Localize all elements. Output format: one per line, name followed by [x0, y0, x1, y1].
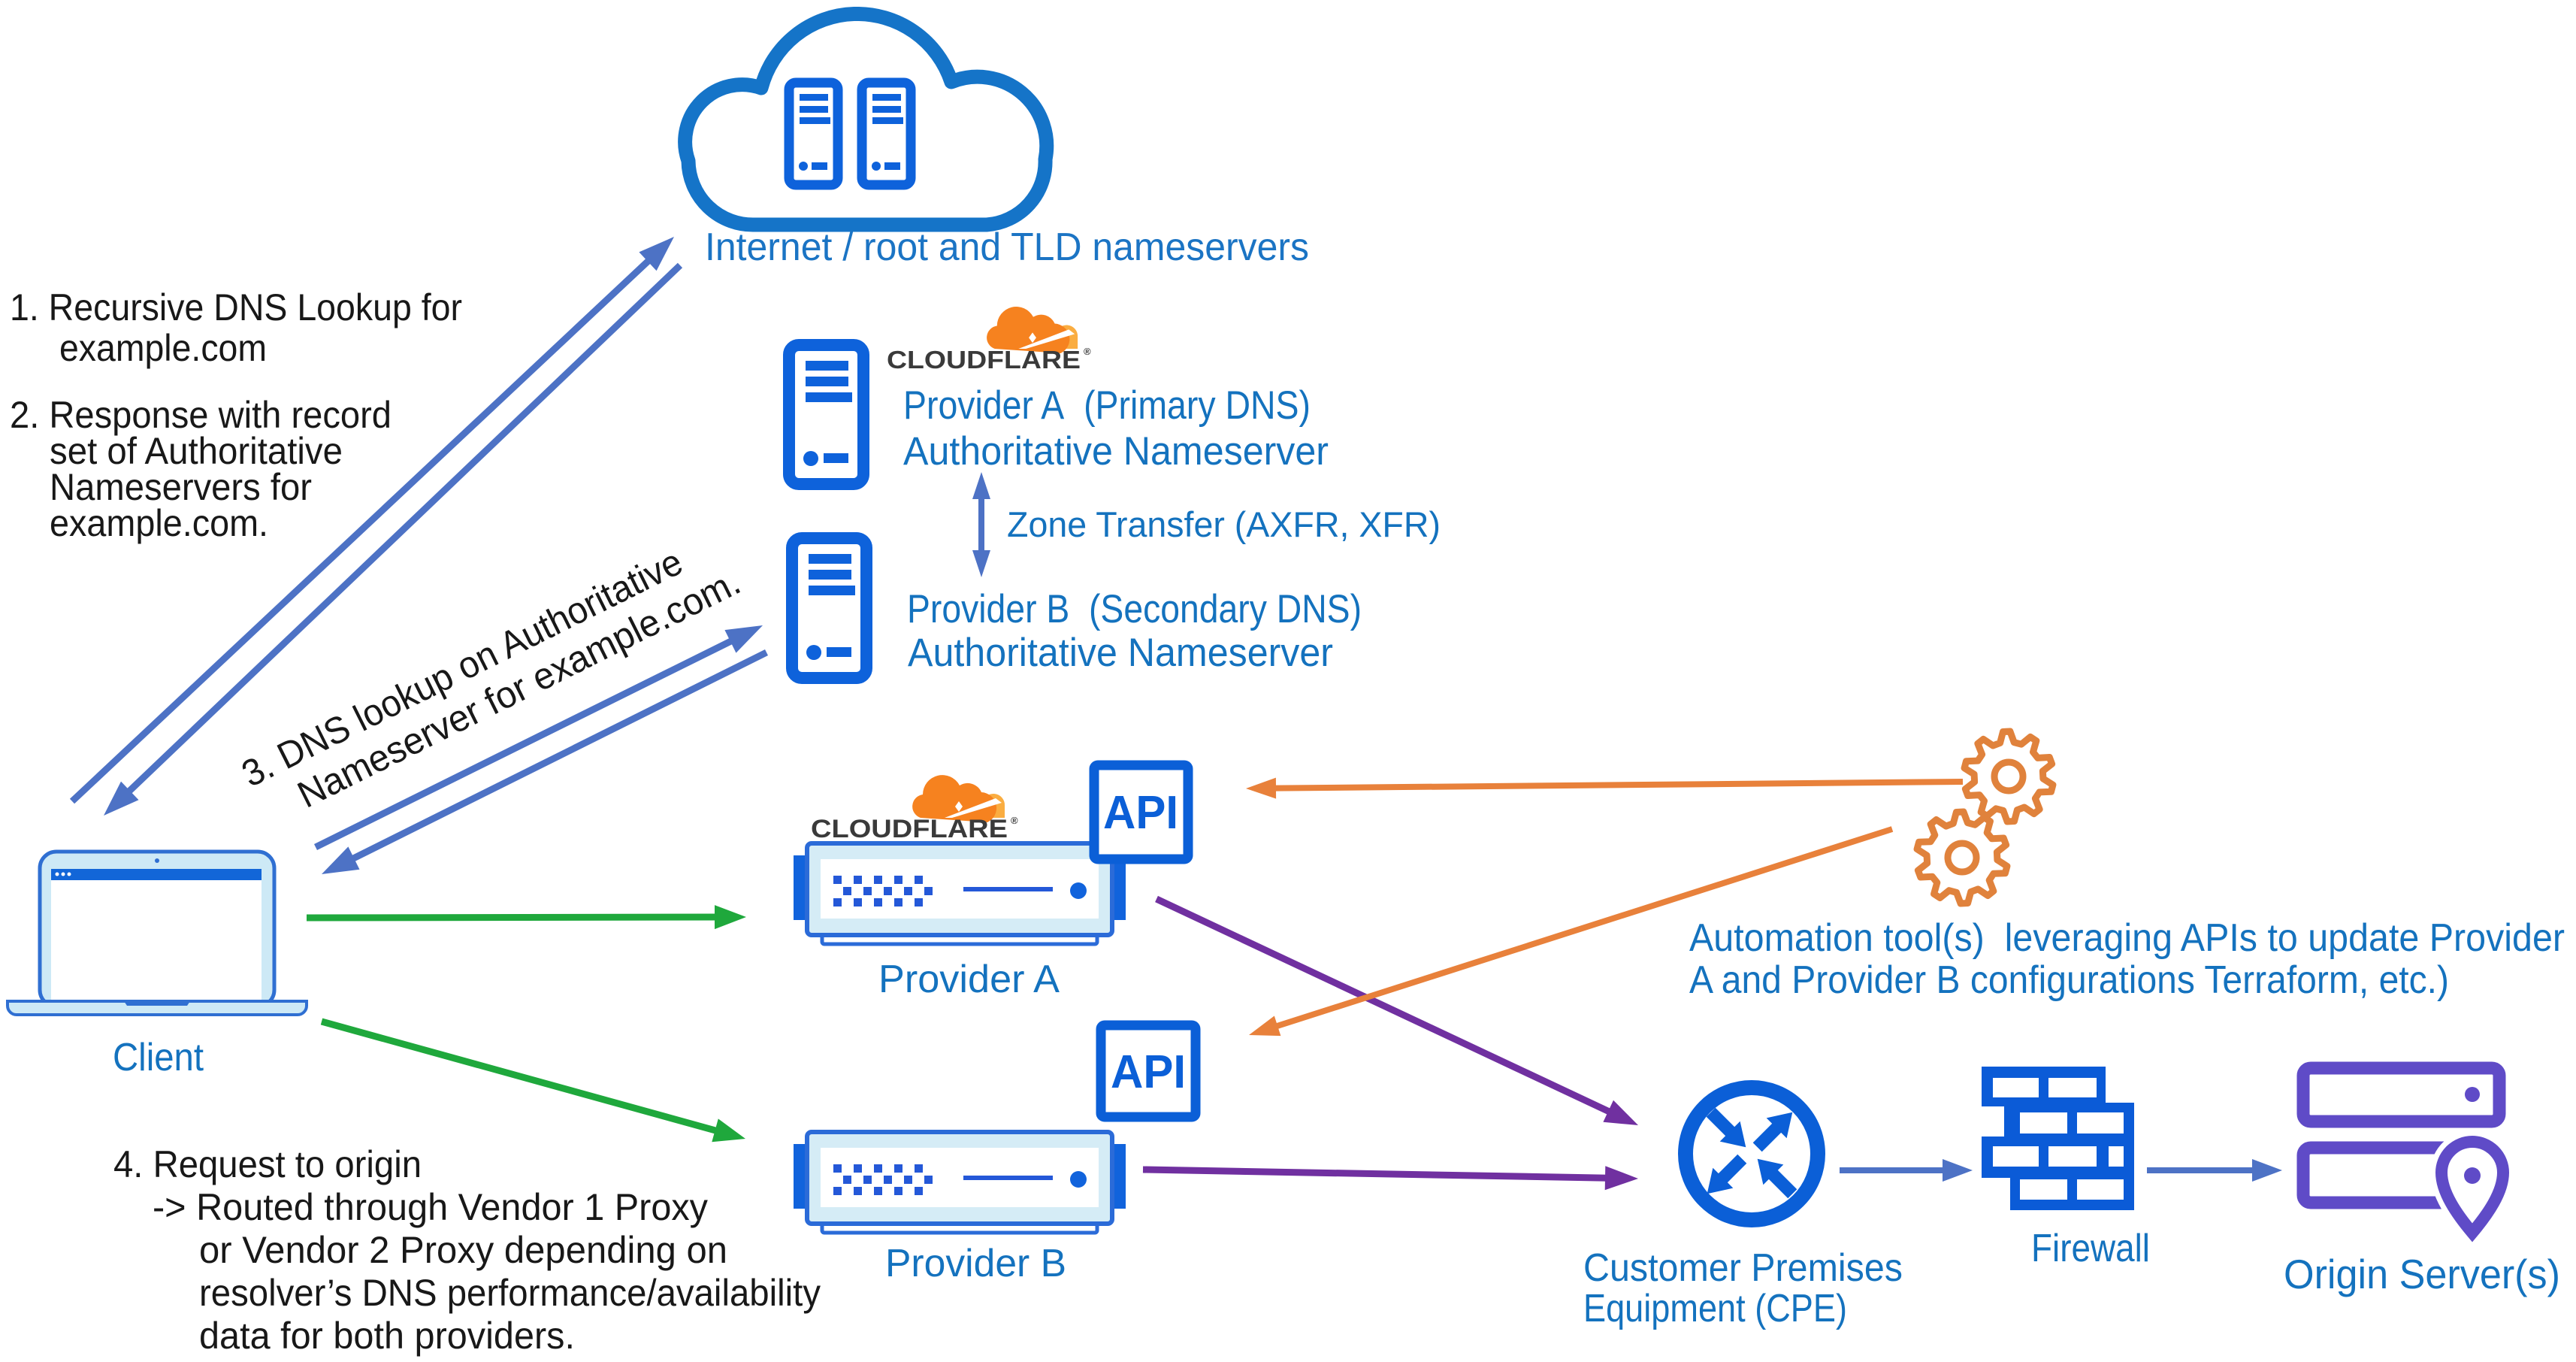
svg-text:resolver’s DNS performance/ava: resolver’s DNS performance/availability — [199, 1272, 821, 1314]
svg-text:API: API — [1111, 1046, 1186, 1098]
svg-text:API: API — [1103, 787, 1178, 839]
svg-text:example.com: example.com — [59, 327, 267, 369]
svg-text:Nameservers for: Nameservers for — [50, 466, 312, 508]
svg-text:Internet / root and TLD namese: Internet / root and TLD nameservers — [705, 225, 1309, 269]
svg-text:or Vendor 2 Proxy depending on: or Vendor 2 Proxy depending on — [199, 1229, 727, 1271]
svg-text:2. Response with record: 2. Response with record — [10, 394, 392, 436]
svg-text:Authoritative Nameserver: Authoritative Nameserver — [908, 631, 1333, 675]
svg-text:-> Routed through Vendor 1 Pro: -> Routed through Vendor 1 Proxy — [153, 1186, 708, 1228]
svg-text:Provider A (Primary DNS): Provider A (Primary DNS) — [903, 383, 1311, 428]
svg-text:Provider B (Secondary DNS): Provider B (Secondary DNS) — [907, 587, 1362, 631]
svg-text:4. Request to origin: 4. Request to origin — [113, 1143, 422, 1185]
svg-text:Client: Client — [113, 1036, 204, 1079]
svg-text:Firewall: Firewall — [2031, 1227, 2150, 1270]
svg-text:Customer Premises: Customer Premises — [1583, 1246, 1903, 1290]
svg-text:Origin Server(s): Origin Server(s) — [2284, 1251, 2560, 1297]
svg-text:®: ® — [1084, 346, 1091, 357]
svg-text:Authoritative Nameserver: Authoritative Nameserver — [903, 429, 1329, 474]
svg-text:example.com.: example.com. — [50, 502, 268, 544]
svg-text:CLOUDFLARE: CLOUDFLARE — [811, 815, 1008, 843]
svg-text:A and Provider B configuration: A and Provider B configurations Terrafor… — [1689, 958, 2449, 1002]
svg-text:Automation tool(s) leveraging: Automation tool(s) leveraging APIs to up… — [1689, 916, 2565, 960]
svg-text:1. Recursive DNS Lookup for: 1. Recursive DNS Lookup for — [10, 286, 462, 328]
svg-text:®: ® — [1011, 815, 1018, 826]
svg-text:Provider A: Provider A — [878, 958, 1060, 1001]
svg-text:Provider B: Provider B — [885, 1242, 1066, 1285]
svg-text:Equipment (CPE): Equipment (CPE) — [1583, 1287, 1847, 1330]
svg-text:CLOUDFLARE: CLOUDFLARE — [887, 346, 1081, 374]
svg-text:set of Authoritative: set of Authoritative — [50, 430, 343, 472]
svg-text:Zone Transfer (AXFR, XFR): Zone Transfer (AXFR, XFR) — [1007, 504, 1441, 544]
svg-text:data for both providers.: data for both providers. — [199, 1315, 575, 1357]
